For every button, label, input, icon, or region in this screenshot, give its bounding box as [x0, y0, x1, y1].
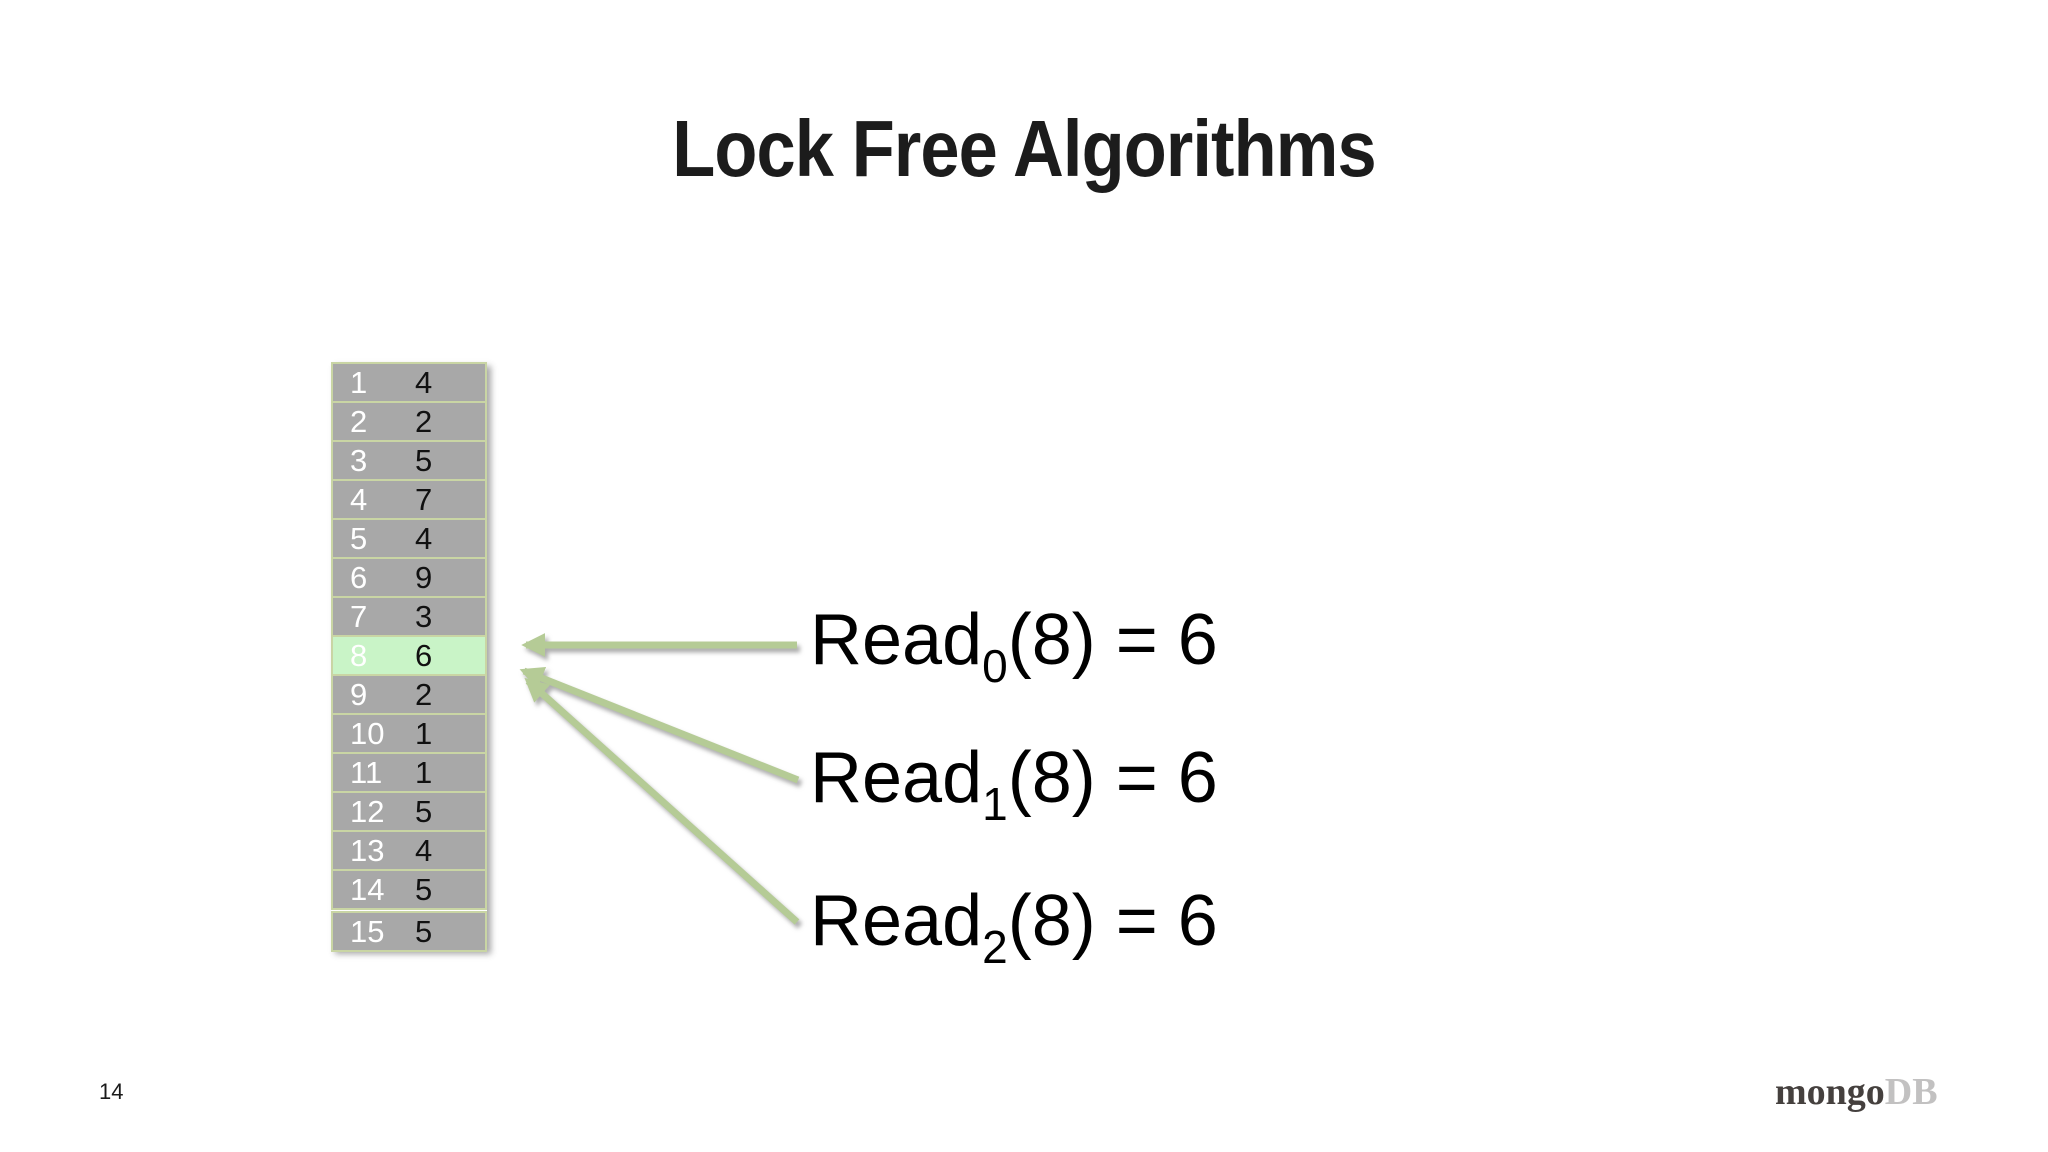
- row-index: 15: [350, 914, 385, 949]
- read-name: Read: [810, 738, 983, 818]
- row-index: 10: [350, 716, 385, 751]
- read1-arrow: [519, 666, 800, 784]
- read-subscript: 1: [982, 778, 1008, 830]
- table-row: 14 5: [331, 869, 487, 910]
- row-index: 5: [350, 521, 368, 556]
- read-args: (8) = 6: [1007, 600, 1218, 680]
- read-name: Read: [810, 600, 983, 680]
- table-row: 11 1: [331, 752, 487, 793]
- row-value: 3: [415, 599, 433, 634]
- row-value: 5: [415, 872, 433, 907]
- row-value: 2: [415, 404, 433, 439]
- row-value: 4: [415, 833, 433, 868]
- row-value: 2: [415, 677, 433, 712]
- row-value: 1: [415, 755, 433, 790]
- read-expression-0: Read0(8) = 6: [810, 604, 1218, 689]
- array-table: 1 4 2 2 3 5 4 7 5 4 6 9 7 3 8 6 9 2 10 1: [331, 362, 487, 952]
- row-value: 5: [415, 794, 433, 829]
- row-value: 9: [415, 560, 433, 595]
- row-value: 7: [415, 482, 433, 517]
- table-row: 15 5: [331, 911, 487, 952]
- table-row: 5 4: [331, 518, 487, 559]
- logo-mongo: mongo: [1775, 1071, 1885, 1113]
- read-name: Read: [810, 881, 983, 961]
- row-index: 11: [350, 755, 383, 790]
- read-args: (8) = 6: [1007, 881, 1218, 961]
- page-number: 14: [99, 1079, 124, 1104]
- read-expression-1: Read1(8) = 6: [810, 742, 1218, 827]
- row-value: 5: [415, 914, 433, 949]
- row-index: 2: [350, 404, 368, 439]
- row-value: 4: [415, 365, 433, 400]
- row-value: 6: [415, 638, 433, 673]
- table-row: 12 5: [331, 791, 487, 832]
- table-row: 6 9: [331, 557, 487, 598]
- slide-title: Lock Free Algorithms: [672, 103, 1376, 193]
- read-expression-2: Read2(8) = 6: [810, 885, 1218, 970]
- table-row: 1 4: [331, 362, 487, 403]
- row-index: 4: [350, 482, 368, 517]
- table-row: 7 3: [331, 596, 487, 637]
- read2-arrow: [524, 677, 800, 925]
- row-index: 7: [350, 599, 368, 634]
- row-index: 6: [350, 560, 368, 595]
- table-row: 3 5: [331, 440, 487, 481]
- row-index: 3: [350, 443, 368, 478]
- row-index: 9: [350, 677, 368, 712]
- table-row: 10 1: [331, 713, 487, 754]
- mongodb-logo: mongoDB: [1775, 1073, 1938, 1111]
- table-row: 9 2: [331, 674, 487, 715]
- logo-db: DB: [1884, 1071, 1938, 1113]
- row-index: 13: [350, 833, 385, 868]
- row-index: 12: [350, 794, 385, 829]
- row-index: 1: [350, 365, 368, 400]
- row-value: 5: [415, 443, 433, 478]
- table-row: 4 7: [331, 479, 487, 520]
- read-subscript: 2: [982, 921, 1008, 973]
- read-args: (8) = 6: [1007, 738, 1218, 818]
- read-subscript: 0: [982, 640, 1008, 692]
- table-row: 8 6: [331, 635, 487, 676]
- row-value: 4: [415, 521, 433, 556]
- table-row: 2 2: [331, 401, 487, 442]
- table-row: 13 4: [331, 830, 487, 871]
- row-value: 1: [415, 716, 433, 751]
- row-index: 8: [350, 638, 368, 673]
- row-index: 14: [350, 872, 385, 907]
